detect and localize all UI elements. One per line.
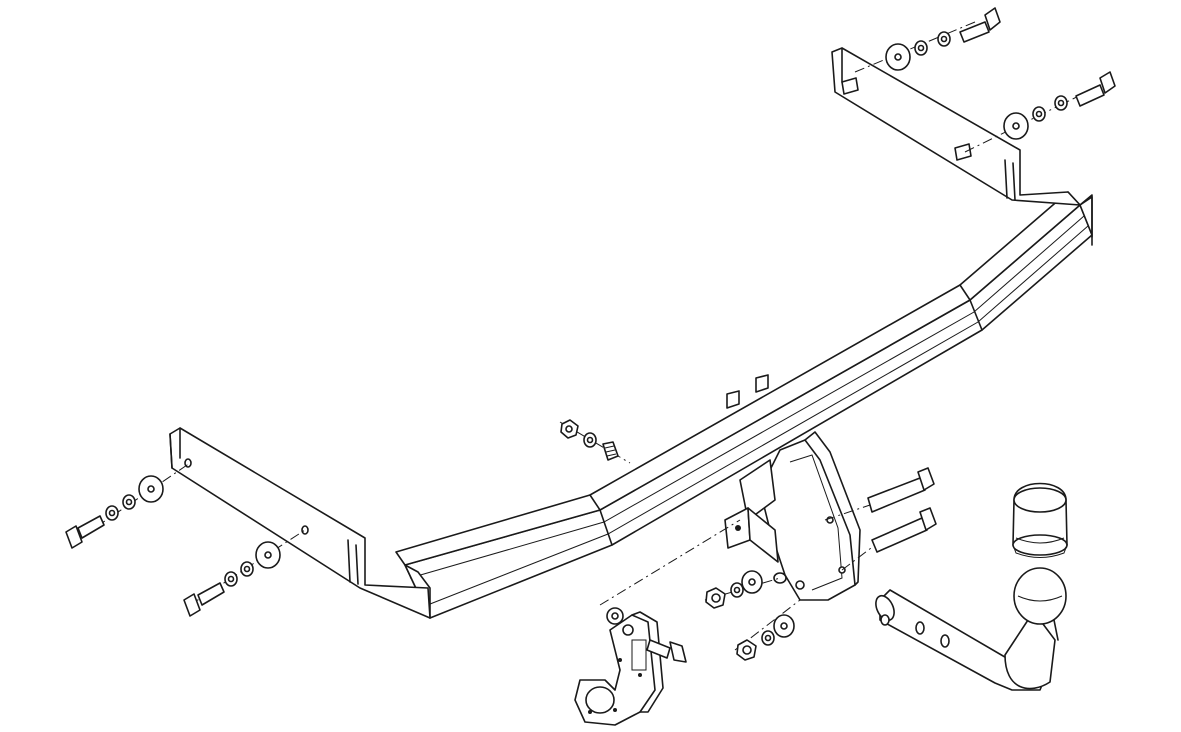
main-crossbar xyxy=(395,191,1093,619)
fastener-group-left-top xyxy=(65,462,191,549)
socket-plate xyxy=(574,611,664,726)
bolt xyxy=(867,477,926,513)
bracket-hole xyxy=(301,525,309,535)
fastener-group-right-top xyxy=(854,7,1001,73)
fastener-group-center-lower-1 xyxy=(704,570,781,609)
fastener-group-center-bolts xyxy=(824,467,937,571)
socket-center-hole xyxy=(585,686,615,714)
fastener-group-center-top xyxy=(559,419,631,464)
bolt xyxy=(959,21,990,43)
fastener-group-socket-plate xyxy=(599,519,741,663)
lock-hole xyxy=(940,634,950,648)
fastener-group-center-lower-2 xyxy=(734,599,801,661)
bolt xyxy=(197,582,225,606)
socket-plate-hole xyxy=(622,624,634,636)
fastener-group-right-mid xyxy=(964,71,1116,153)
captive-nut xyxy=(954,143,972,161)
tow-ball xyxy=(1013,567,1067,625)
right-side-bracket xyxy=(831,47,1081,206)
bolt xyxy=(1075,84,1105,107)
lock-hole xyxy=(915,621,925,635)
tow-ball-cap xyxy=(1012,482,1068,558)
mount-hole xyxy=(795,580,805,590)
left-side-bracket xyxy=(169,427,431,619)
captive-nut xyxy=(841,77,859,95)
lock-hole xyxy=(880,614,890,626)
bolt xyxy=(646,639,671,659)
mount-hole xyxy=(773,572,787,584)
bolt xyxy=(871,517,928,553)
center-mount-plate xyxy=(724,431,861,601)
detachable-tow-ball xyxy=(875,567,1067,691)
fastener-group-left-bottom xyxy=(183,529,306,617)
bolt xyxy=(77,515,105,539)
